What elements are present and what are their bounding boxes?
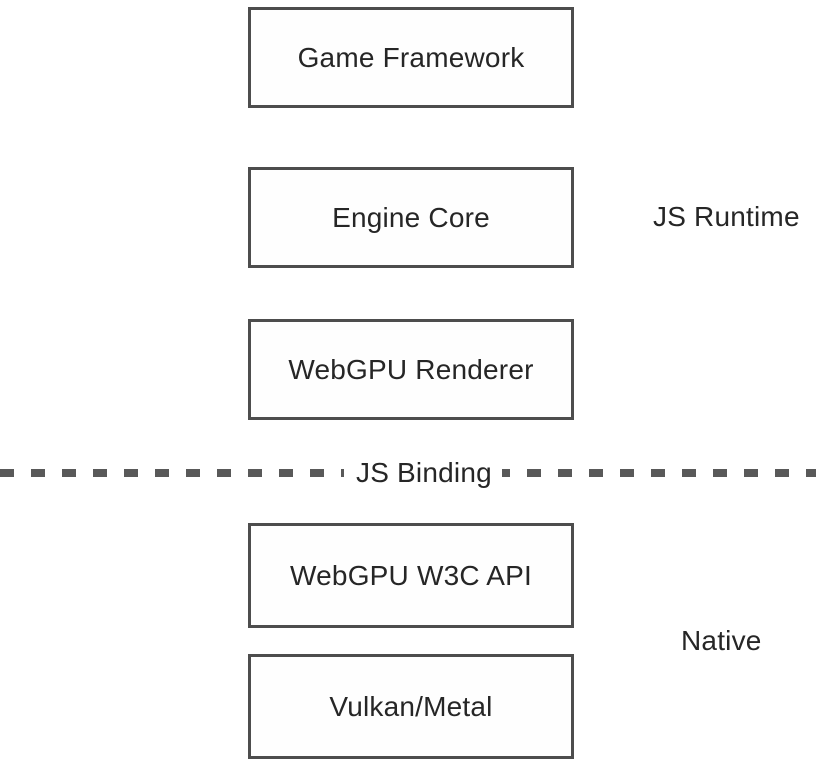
side-label-js-runtime: JS Runtime <box>653 201 800 232</box>
js-binding-label: JS Binding <box>344 455 502 491</box>
side-label-native: Native <box>681 625 762 656</box>
box-vulkan-metal-label: Vulkan/Metal <box>329 690 493 722</box>
box-vulkan-metal: Vulkan/Metal <box>248 654 574 759</box>
box-webgpu-w3c-api: WebGPU W3C API <box>248 523 574 628</box>
box-engine-core-label: Engine Core <box>332 201 490 233</box>
box-webgpu-renderer: WebGPU Renderer <box>248 319 574 420</box>
box-webgpu-renderer-label: WebGPU Renderer <box>288 353 534 385</box>
box-engine-core: Engine Core <box>248 167 574 268</box>
box-game-framework-label: Game Framework <box>297 41 525 73</box>
box-game-framework: Game Framework <box>248 7 574 108</box>
box-webgpu-w3c-api-label: WebGPU W3C API <box>290 559 532 591</box>
